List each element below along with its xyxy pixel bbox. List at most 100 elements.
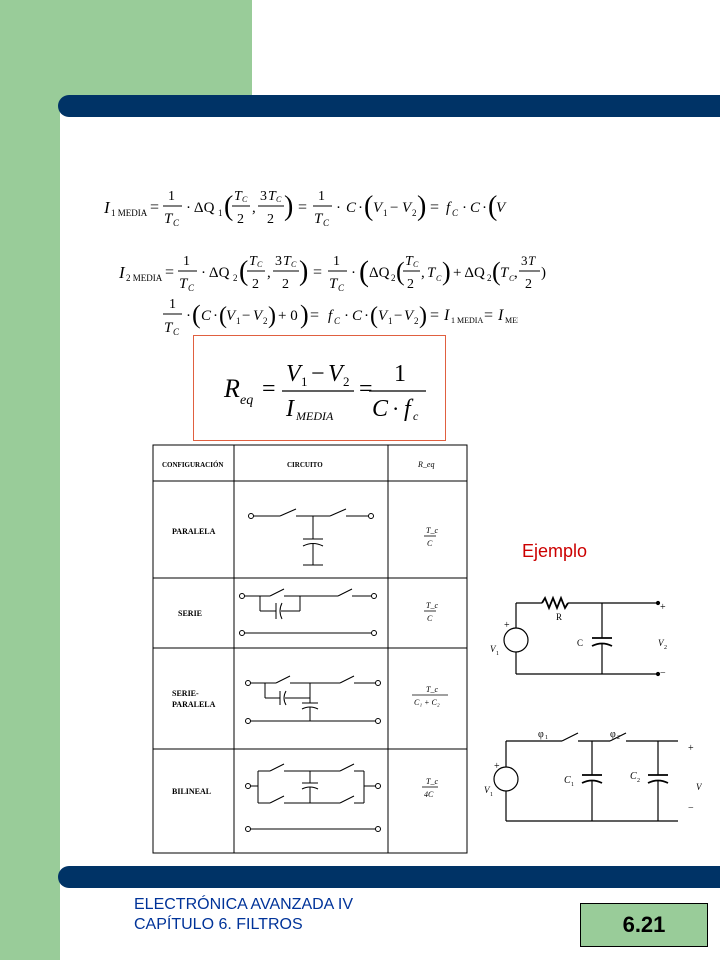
svg-text:(: ( [396, 257, 405, 286]
req-serie-den: C [427, 614, 433, 623]
circuit-paralela [248, 508, 374, 566]
svg-text:−: − [311, 361, 325, 387]
svg-text:2: 2 [617, 735, 620, 741]
svg-text:): ) [419, 303, 427, 329]
svg-text:C: C [201, 308, 212, 324]
svg-text:MEDIA: MEDIA [295, 409, 334, 423]
svg-text:· ΔQ: · ΔQ [186, 200, 215, 216]
svg-text:C: C [334, 316, 341, 326]
svg-text:C: C [577, 638, 583, 648]
req-serie-paralela-num: T_c [426, 685, 438, 694]
config-serie-label: SERIE- [172, 689, 199, 698]
svg-text:): ) [268, 303, 276, 329]
req-serie-paralela-den: C₁ + C₂ [414, 698, 440, 707]
svg-text:1: 1 [388, 316, 393, 326]
svg-text:3: 3 [521, 253, 528, 268]
config-paralela-label: PARALELA [172, 700, 216, 709]
header-req: R_eq [417, 460, 434, 469]
left-green-band [0, 0, 60, 960]
svg-text:2: 2 [407, 277, 414, 292]
svg-text:I: I [118, 263, 126, 282]
req-bilineal-den: 4C [424, 790, 434, 799]
svg-text:T: T [427, 265, 437, 281]
svg-text:3: 3 [275, 254, 282, 269]
svg-text:1: 1 [383, 208, 388, 218]
svg-text:3: 3 [260, 189, 267, 204]
svg-text:1 MEDIA: 1 MEDIA [111, 208, 148, 218]
svg-text:(: ( [192, 300, 201, 329]
svg-text:(: ( [359, 255, 369, 288]
svg-text:(: ( [370, 303, 378, 329]
svg-text:C: C [173, 218, 180, 228]
svg-text:C: C [291, 260, 297, 269]
circuit-bilineal [245, 763, 381, 832]
svg-text:−: − [242, 308, 250, 324]
svg-text:I: I [443, 307, 450, 324]
svg-text:2: 2 [412, 208, 417, 218]
svg-text:): ) [299, 256, 308, 287]
footer-course-text: ELECTRÓNICA AVANZADA IV CAPÍTULO 6. FILT… [134, 895, 353, 935]
svg-text:·: · [462, 200, 467, 216]
svg-text:2: 2 [391, 273, 396, 283]
svg-text:C: C [470, 200, 481, 216]
config-paralela: PARALELA [172, 527, 216, 536]
svg-text:): ) [284, 191, 293, 222]
svg-text:MEDIA: MEDIA [505, 316, 518, 325]
svg-text:T: T [268, 189, 277, 204]
svg-text:· ΔQ: · ΔQ [201, 265, 230, 281]
svg-text:C: C [257, 260, 263, 269]
bottom-navy-bar [58, 866, 720, 888]
req-paralela-den: C [427, 539, 433, 548]
svg-text:·: · [336, 200, 341, 216]
svg-text:2: 2 [252, 277, 259, 292]
svg-text:=: = [262, 376, 276, 402]
top-navy-bar [58, 95, 720, 117]
svg-text:): ) [541, 265, 546, 281]
svg-text:·: · [351, 265, 356, 281]
svg-text:1: 1 [169, 297, 176, 312]
config-bilineal: BILINEAL [172, 787, 211, 796]
svg-text:·: · [482, 200, 487, 216]
svg-text:T: T [164, 320, 174, 336]
svg-text:f: f [446, 200, 452, 216]
svg-text:C: C [346, 200, 357, 216]
svg-text:·: · [358, 200, 363, 216]
svg-text:1: 1 [218, 208, 223, 218]
top-green-band [60, 0, 252, 106]
svg-text:T: T [528, 253, 536, 268]
svg-text:+: + [688, 743, 694, 754]
svg-text:(: ( [224, 191, 233, 222]
svg-text:C: C [509, 274, 515, 283]
svg-text:C: C [352, 308, 363, 324]
svg-text:+ 0: + 0 [278, 308, 298, 324]
header-configuracion: CONFIGURACIÓN [162, 461, 223, 469]
svg-text:2: 2 [343, 374, 350, 389]
svg-text:V: V [484, 785, 491, 795]
svg-text:=: = [313, 264, 322, 281]
svg-text:eq: eq [240, 393, 253, 408]
footer-course-title: ELECTRÓNICA AVANZADA IV [134, 896, 354, 913]
svg-text:1: 1 [318, 189, 325, 204]
svg-text:): ) [300, 300, 309, 329]
svg-text:C: C [338, 283, 345, 293]
svg-text:): ) [442, 257, 451, 286]
svg-text:·: · [213, 308, 218, 324]
svg-text:1: 1 [301, 374, 308, 389]
svg-text:T: T [283, 254, 292, 269]
svg-text:I: I [103, 198, 111, 217]
svg-text:C: C [452, 208, 459, 218]
svg-text:1: 1 [236, 316, 241, 326]
svg-text:): ) [417, 191, 426, 222]
svg-text:2: 2 [525, 277, 532, 292]
circuit-serie-paralela [245, 675, 381, 724]
svg-text:C: C [436, 274, 442, 283]
svg-text:−: − [390, 200, 398, 216]
svg-text:V: V [658, 638, 665, 648]
page-number-box: 6.21 [580, 903, 708, 947]
svg-text:1: 1 [168, 189, 175, 204]
svg-text:,: , [252, 200, 256, 216]
svg-text:2: 2 [233, 273, 238, 283]
